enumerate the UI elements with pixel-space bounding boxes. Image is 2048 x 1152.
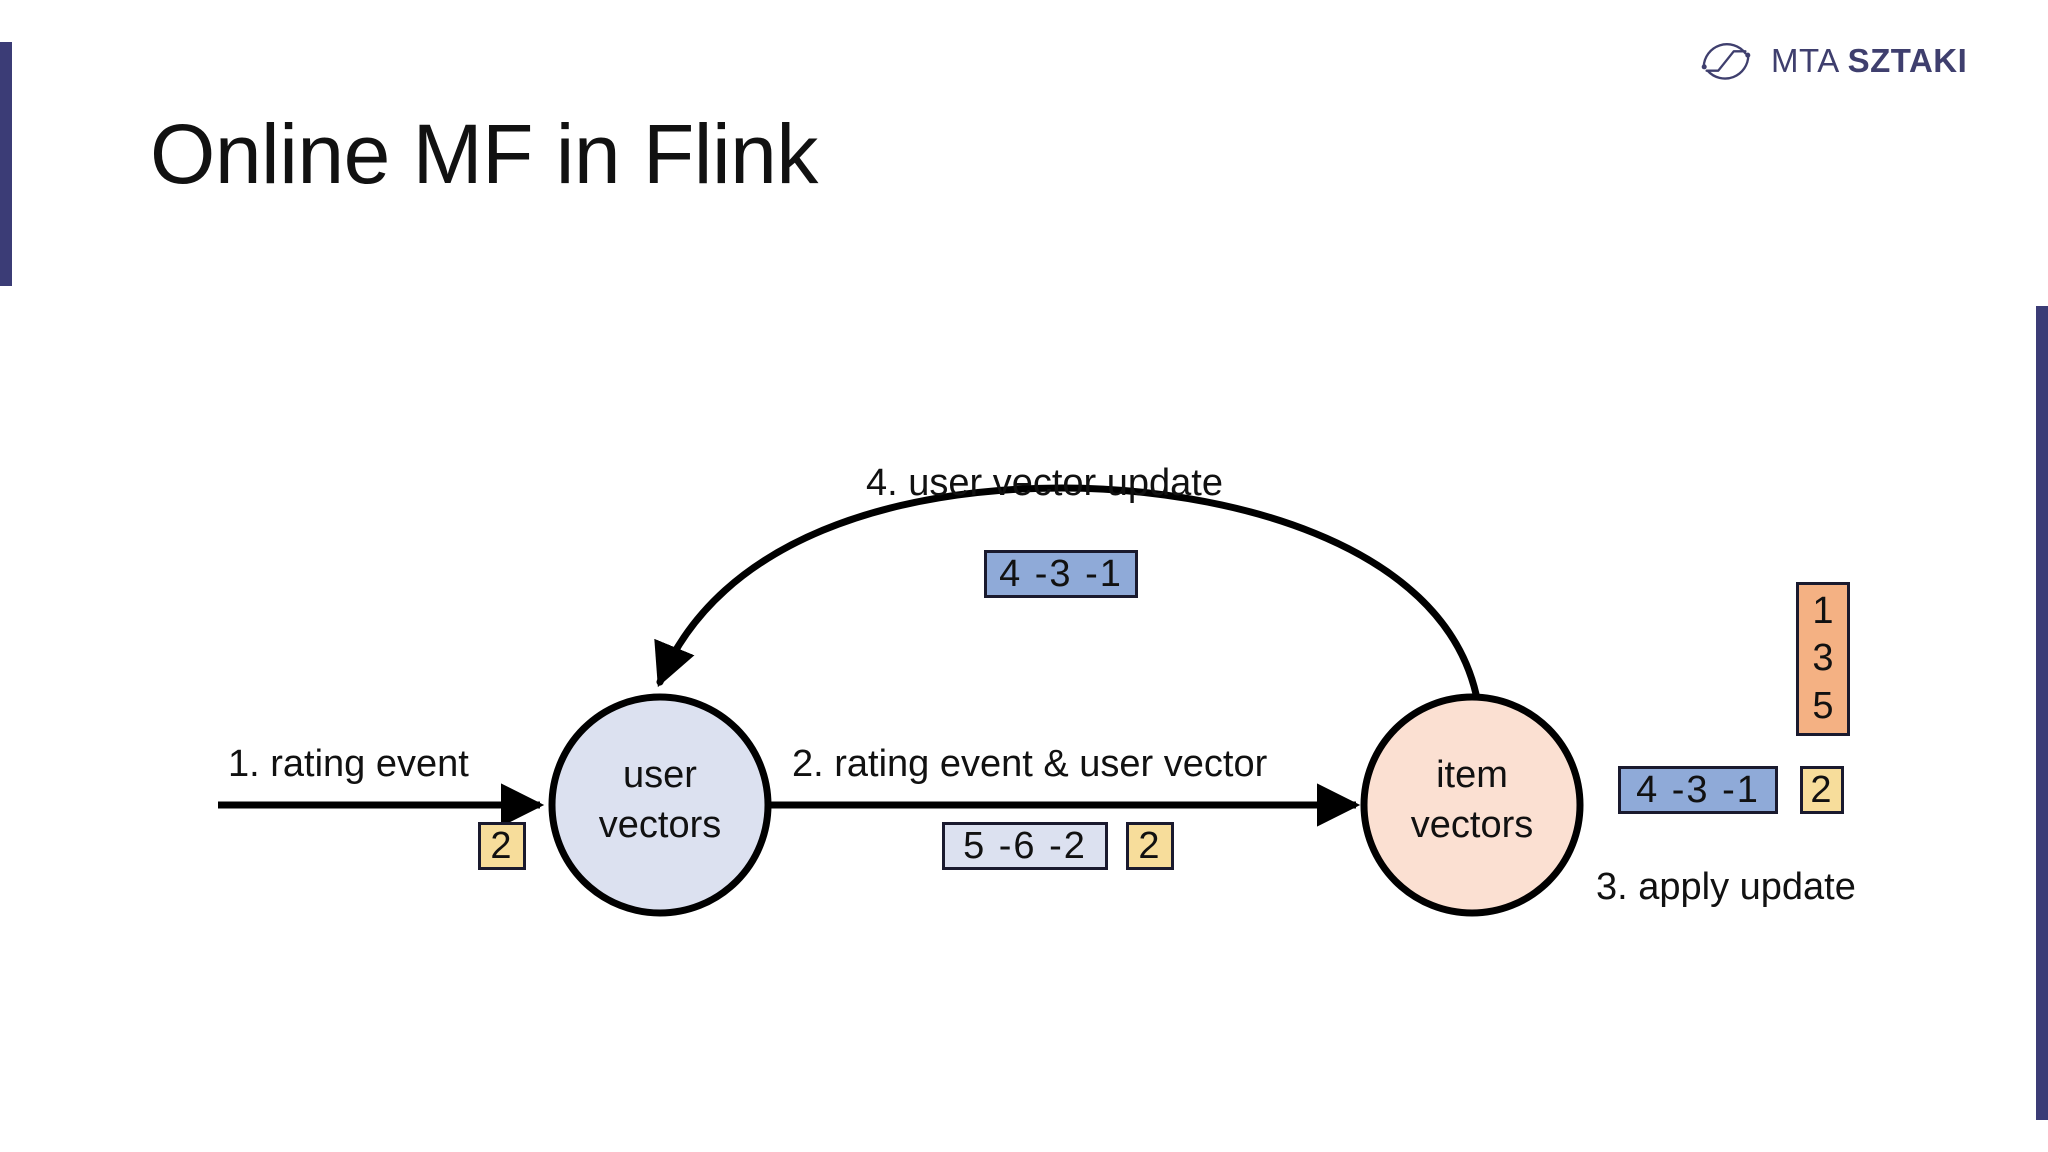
accent-bar-right xyxy=(2036,306,2048,1120)
value-box-rating-mid: 2 xyxy=(1126,822,1174,870)
node-user-vectors[interactable] xyxy=(548,693,772,917)
value-box-item-vector: 1 3 5 xyxy=(1796,582,1850,736)
value-cell: 3 xyxy=(1812,637,1834,680)
logo-text-mta: MTA xyxy=(1771,42,1838,79)
value-cell: 2 xyxy=(490,824,514,867)
value-box-user-vector-update: 4 -3 -1 xyxy=(984,550,1138,598)
value-box-user-vector: 5 -6 -2 xyxy=(942,822,1108,870)
edge-label-step2: 2. rating event & user vector xyxy=(792,743,1268,785)
node-item-vectors[interactable] xyxy=(1360,693,1584,917)
value-cell: 4 xyxy=(999,552,1023,595)
node-user-vectors-label-line2: vectors xyxy=(598,804,722,847)
value-cell: -1 xyxy=(1722,768,1760,811)
value-cell: -6 xyxy=(998,824,1037,867)
value-cell: 5 xyxy=(963,824,987,867)
logo-text-sztaki: SZTAKI xyxy=(1847,42,1968,79)
sztaki-swirl-icon xyxy=(1701,43,1751,80)
node-user-vectors-label-line1: user xyxy=(623,754,697,796)
value-box-rating-right: 2 xyxy=(1800,766,1844,814)
value-cell: 1 xyxy=(1812,589,1834,632)
page-title: Online MF in Flink xyxy=(150,107,818,201)
accent-bar-left xyxy=(0,42,12,286)
edge-step4-curved-arrow xyxy=(654,484,1480,698)
node-item-vectors-label-line1: item xyxy=(1436,754,1508,796)
logo: MTA SZTAKI xyxy=(1695,30,1967,92)
value-cell: -1 xyxy=(1085,552,1123,595)
edge-label-step1: 1. rating event xyxy=(228,743,469,785)
value-box-item-vector-update: 4 -3 -1 xyxy=(1618,766,1778,814)
edge-label-step3: 3. apply update xyxy=(1596,866,1856,908)
value-cell: -3 xyxy=(1671,768,1710,811)
value-cell: 4 xyxy=(1636,768,1660,811)
edge-label-step4: 4. user vector update xyxy=(866,462,1223,504)
value-cell: -3 xyxy=(1034,552,1073,595)
node-user-vectors-label: user vectors xyxy=(540,750,780,850)
value-cell: 5 xyxy=(1812,684,1834,727)
value-box-rating-left: 2 xyxy=(478,822,526,870)
logo-text: MTA SZTAKI xyxy=(1771,42,1967,80)
node-item-vectors-label-line2: vectors xyxy=(1410,804,1534,847)
value-cell: 2 xyxy=(1138,824,1162,867)
value-cell: -2 xyxy=(1049,824,1087,867)
value-cell: 2 xyxy=(1810,768,1834,811)
node-item-vectors-label: item vectors xyxy=(1352,750,1592,850)
